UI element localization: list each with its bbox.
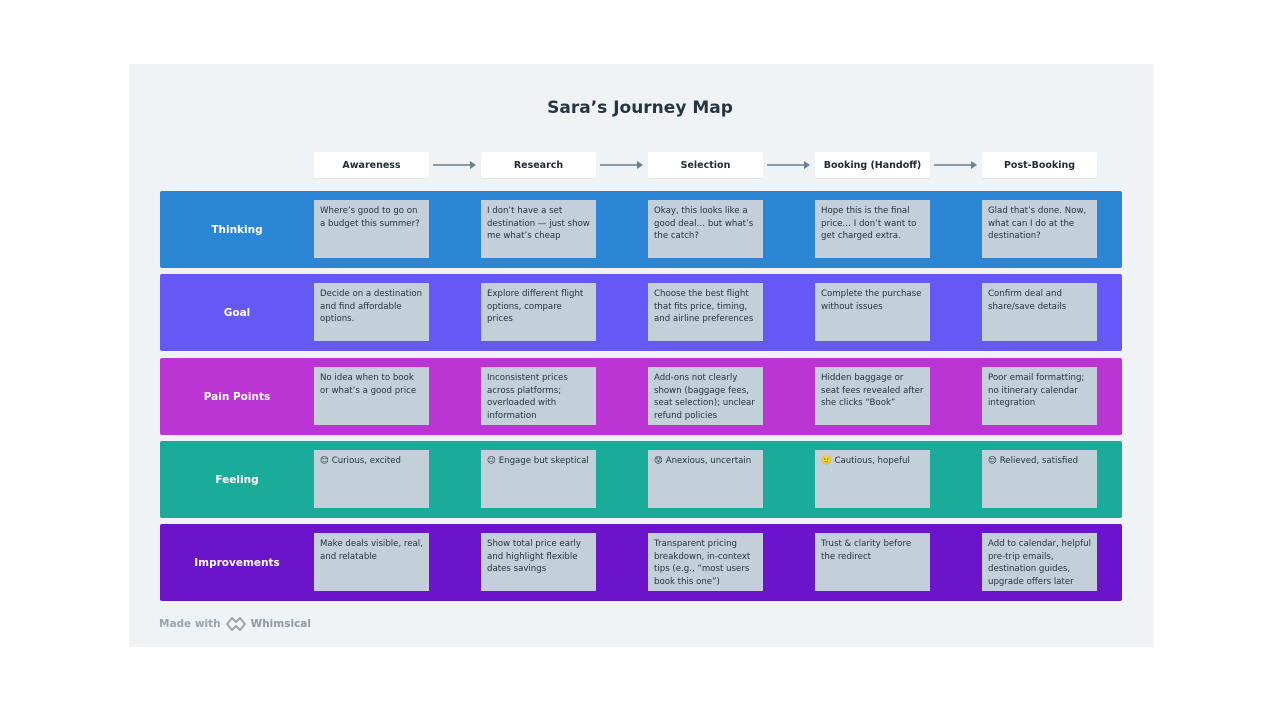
- card-pain-booking: Hidden baggage or seat fees revealed aft…: [815, 367, 930, 425]
- card-goal-selection: Choose the best flight that fits price, …: [648, 283, 763, 341]
- row-feeling: Feeling 😊 Curious, excited 😐 Engage but …: [160, 441, 1122, 518]
- card-improvements-booking: Trust & clarity before the redirect: [815, 533, 930, 591]
- card-thinking-booking: Hope this is the final price… I don’t wa…: [815, 200, 930, 258]
- card-thinking-post-booking: Glad that’s done. Now, what can I do at …: [982, 200, 1097, 258]
- row-thinking: Thinking Where’s good to go on a budget …: [160, 191, 1122, 268]
- card-pain-post-booking: Poor email formatting; no itinerary cale…: [982, 367, 1097, 425]
- stage-selection: Selection: [648, 152, 763, 178]
- stage-research: Research: [481, 152, 596, 178]
- card-pain-selection: Add-ons not clearly shown (baggage fees,…: [648, 367, 763, 425]
- smile-emoji-icon: 😊: [320, 456, 329, 466]
- card-goal-awareness: Decide on a destination and find afforda…: [314, 283, 429, 341]
- card-feeling-post-booking: 😌 Relieved, satisfied: [982, 450, 1097, 508]
- relieved-face-emoji-icon: 😌: [988, 456, 997, 466]
- neutral-face-emoji-icon: 😐: [487, 456, 496, 466]
- row-goal: Goal Decide on a destination and find af…: [160, 274, 1122, 351]
- card-pain-awareness: No idea when to book or what’s a good pr…: [314, 367, 429, 425]
- row-pain-points: Pain Points No idea when to book or what…: [160, 358, 1122, 435]
- page-title: Sara’s Journey Map: [547, 98, 733, 118]
- arrow-right-icon: [600, 161, 643, 169]
- card-goal-booking: Complete the purchase without issues: [815, 283, 930, 341]
- slight-smile-emoji-icon: 🙂: [821, 456, 832, 466]
- stage-post-booking: Post-Booking: [982, 152, 1097, 178]
- stage-awareness: Awareness: [314, 152, 429, 178]
- card-thinking-awareness: Where’s good to go on a budget this summ…: [314, 200, 429, 258]
- stage-booking-handoff: Booking (Handoff): [815, 152, 930, 178]
- footer-prefix: Made with: [159, 618, 221, 630]
- whimsical-logo-icon: [225, 617, 246, 631]
- card-improvements-awareness: Make deals visible, real, and relatable: [314, 533, 429, 591]
- card-improvements-post-booking: Add to calendar, helpful pre-trip emails…: [982, 533, 1097, 591]
- card-goal-post-booking: Confirm deal and share/save details: [982, 283, 1097, 341]
- row-label-feeling: Feeling: [215, 473, 259, 486]
- row-label-goal: Goal: [223, 306, 251, 319]
- arrow-right-icon: [433, 161, 476, 169]
- card-thinking-selection: Okay, this looks like a good deal… but w…: [648, 200, 763, 258]
- footer-brand: Whimsical: [250, 618, 311, 630]
- arrow-right-icon: [934, 161, 977, 169]
- made-with-footer[interactable]: Made with Whimsical: [159, 615, 311, 633]
- card-feeling-research: 😐 Engage but skeptical: [481, 450, 596, 508]
- row-label-improvements: Improvements: [194, 556, 280, 569]
- card-improvements-research: Show total price early and highlight fle…: [481, 533, 596, 591]
- card-pain-research: Inconsistent prices across platforms; ov…: [481, 367, 596, 425]
- row-label-thinking: Thinking: [211, 223, 263, 236]
- row-label-pain-points: Pain Points: [203, 390, 271, 403]
- row-improvements: Improvements Make deals visible, real, a…: [160, 524, 1122, 601]
- card-feeling-selection: 😟 Anexious, uncertain: [648, 450, 763, 508]
- card-thinking-research: I don’t have a set destination — just sh…: [481, 200, 596, 258]
- card-feeling-booking: 🙂 Cautious, hopeful: [815, 450, 930, 508]
- card-improvements-selection: Transparent pricing breakdown, in-contex…: [648, 533, 763, 591]
- card-goal-research: Explore different flight options, compar…: [481, 283, 596, 341]
- arrow-right-icon: [767, 161, 810, 169]
- worried-face-emoji-icon: 😟: [654, 456, 663, 466]
- card-feeling-awareness: 😊 Curious, excited: [314, 450, 429, 508]
